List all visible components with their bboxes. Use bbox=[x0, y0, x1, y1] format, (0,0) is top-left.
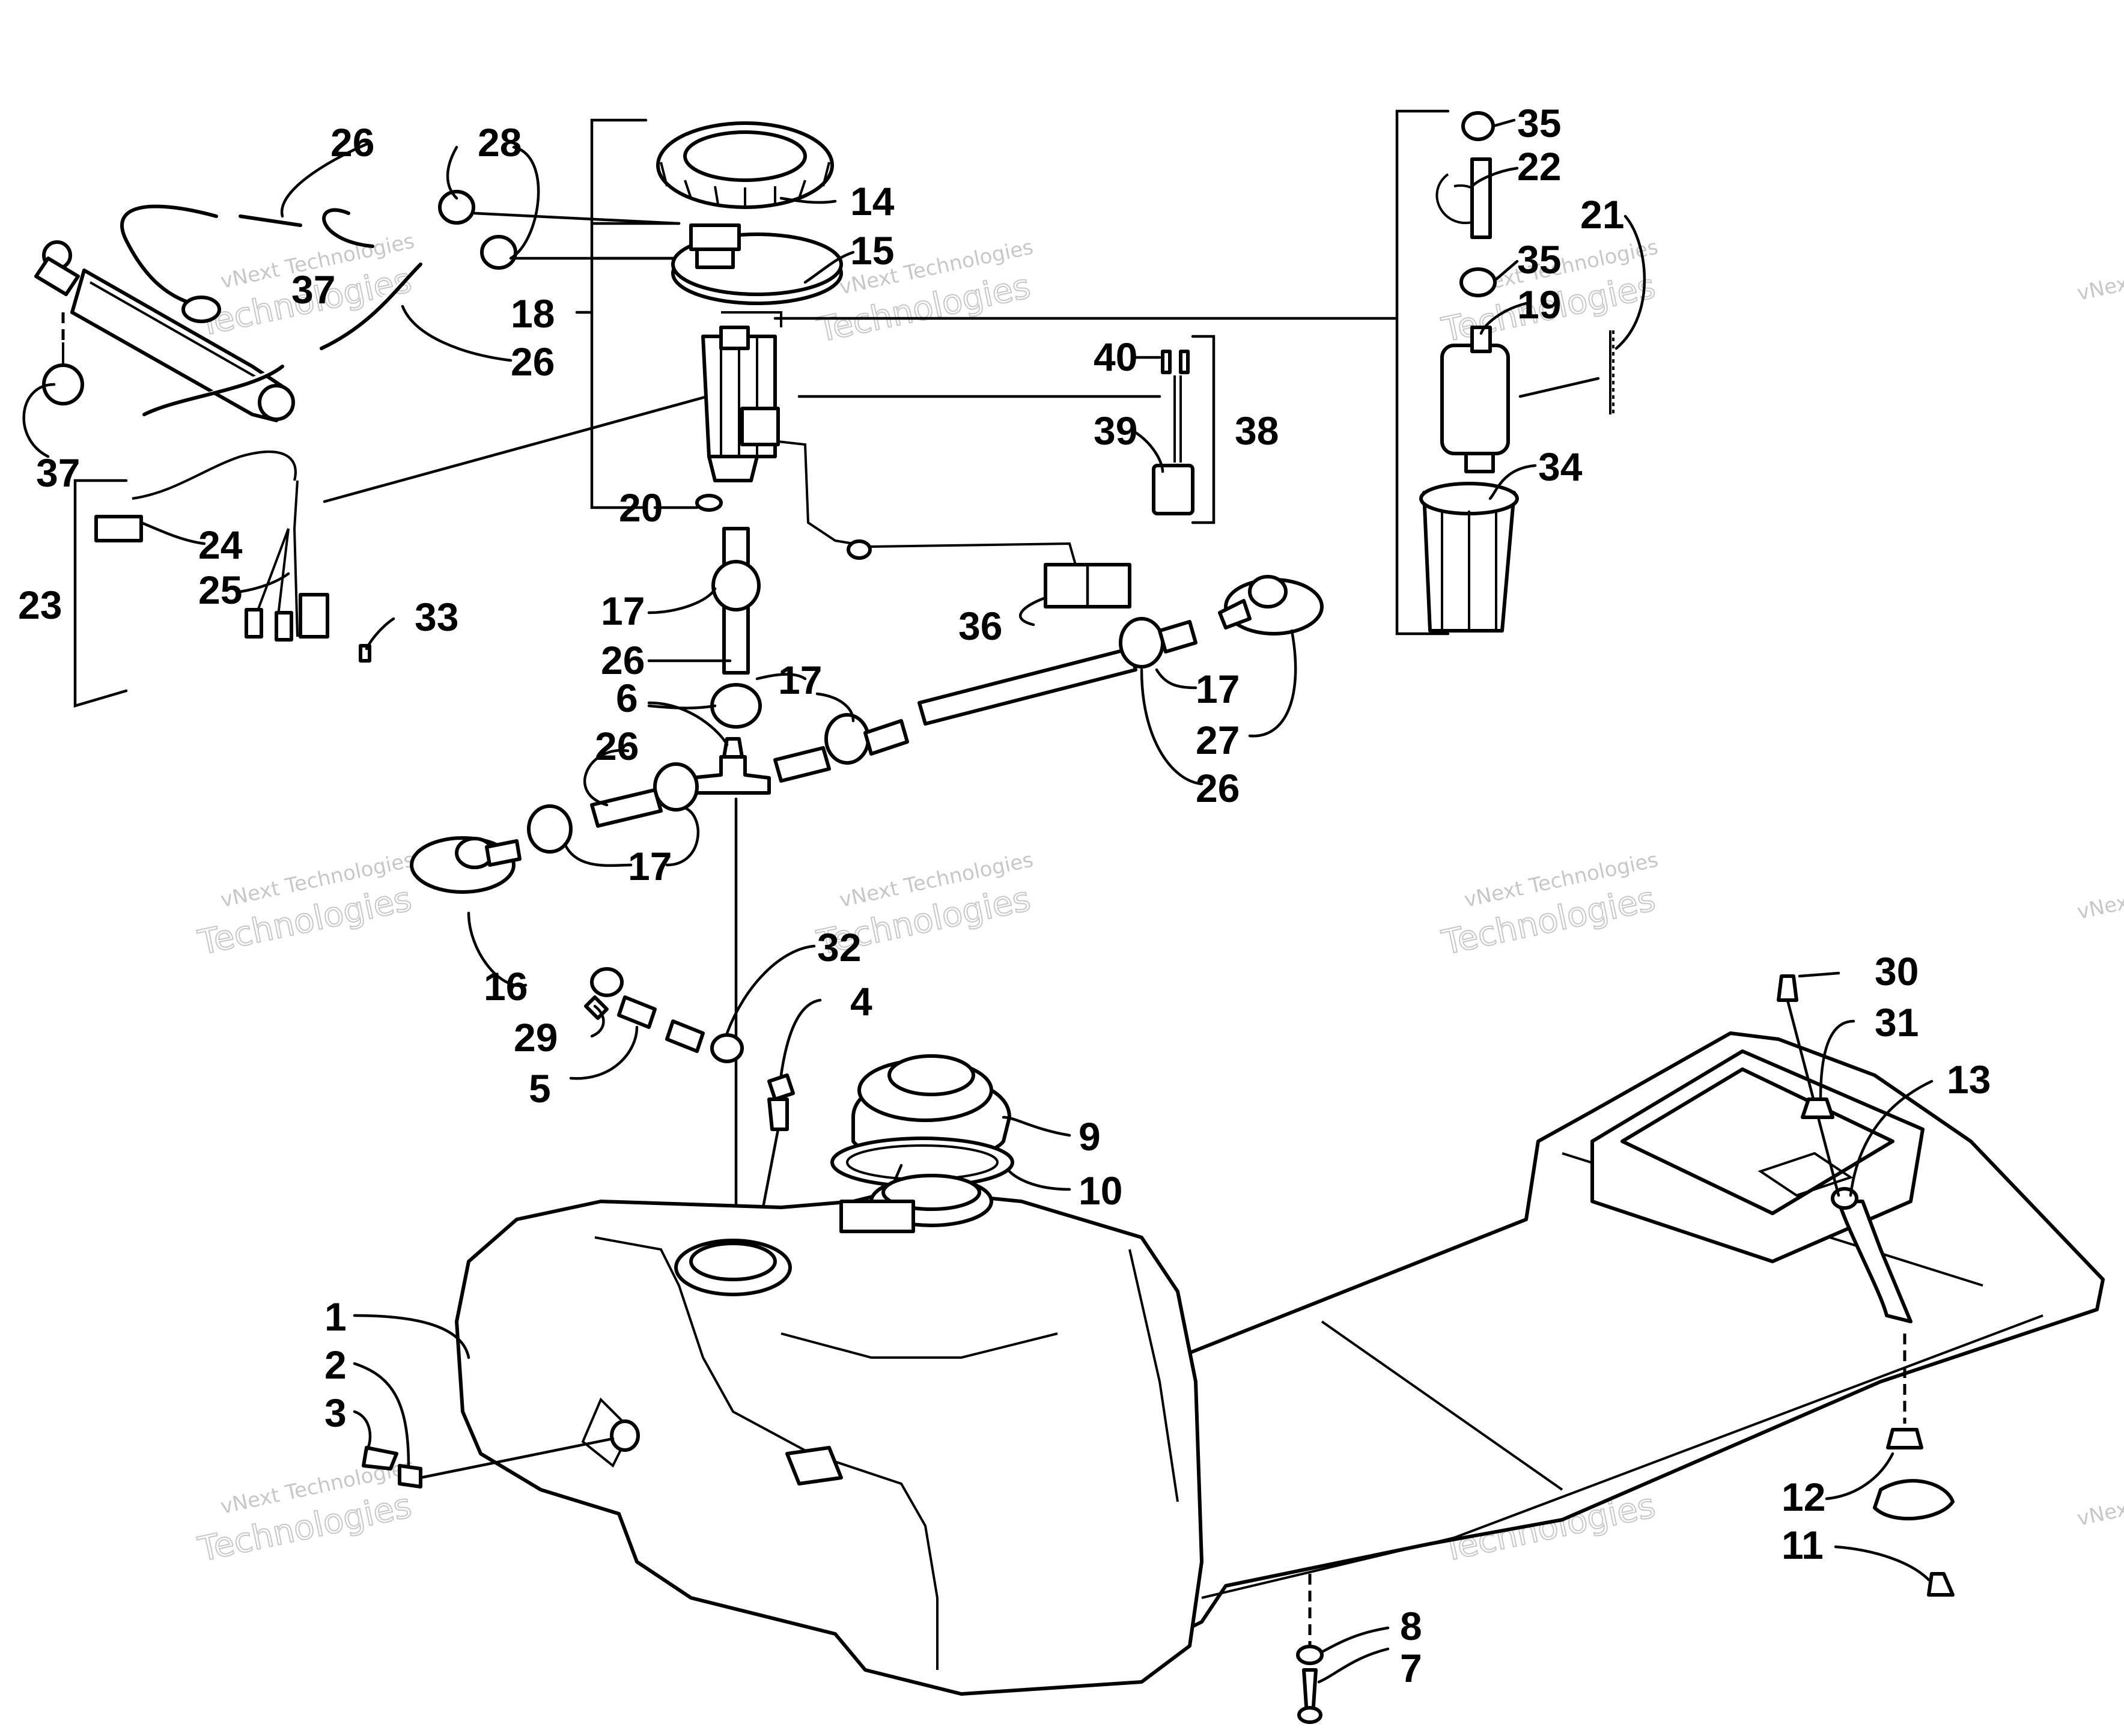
watermark-7: vNext Technologies Technologies bbox=[194, 1454, 416, 1570]
callout-26: 26 bbox=[511, 339, 555, 384]
callout-35: 35 bbox=[1517, 101, 1561, 145]
callout-10: 10 bbox=[1079, 1168, 1122, 1213]
pump-components bbox=[1419, 111, 1614, 633]
fuel-cap bbox=[830, 1054, 1014, 1209]
callout-3: 3 bbox=[324, 1391, 347, 1435]
callout-26: 26 bbox=[595, 724, 639, 768]
fuel-rail-assembly bbox=[34, 190, 681, 422]
callout-34: 34 bbox=[1538, 445, 1583, 489]
callout-31: 31 bbox=[1875, 1000, 1919, 1045]
callout-8: 8 bbox=[1400, 1604, 1422, 1648]
callout-labels: 14 15 26 28 26 37 37 18 20 24 25 23 33 1… bbox=[18, 101, 1991, 1690]
callout-6: 6 bbox=[616, 676, 638, 720]
callout-28: 28 bbox=[478, 120, 522, 165]
callout-36: 36 bbox=[958, 604, 1002, 648]
callout-23: 23 bbox=[18, 583, 62, 627]
callout-13: 13 bbox=[1947, 1057, 1991, 1102]
callout-14: 14 bbox=[850, 179, 895, 223]
watermark-text: vNext bbox=[2075, 270, 2124, 306]
callout-26: 26 bbox=[1196, 766, 1240, 810]
callout-35: 35 bbox=[1517, 237, 1561, 282]
callout-27: 27 bbox=[1196, 718, 1240, 762]
watermark-text: vNext bbox=[2075, 1495, 2124, 1531]
callout-26: 26 bbox=[601, 638, 645, 682]
fuel-sender bbox=[1152, 350, 1194, 515]
fuel-tank bbox=[362, 974, 2105, 1724]
callout-39: 39 bbox=[1094, 408, 1137, 453]
callout-12: 12 bbox=[1782, 1475, 1825, 1519]
callout-16: 16 bbox=[484, 964, 528, 1009]
watermark-4: vNext Technologies Technologies bbox=[194, 848, 416, 963]
wire-harness bbox=[94, 451, 371, 663]
small-fittings bbox=[584, 967, 795, 1287]
callout-2: 2 bbox=[324, 1343, 347, 1387]
callout-29: 29 bbox=[514, 1015, 558, 1060]
callout-19: 19 bbox=[1517, 282, 1561, 327]
callout-40: 40 bbox=[1094, 335, 1137, 379]
callout-37: 37 bbox=[36, 451, 80, 495]
leader-lines bbox=[22, 118, 1934, 1684]
callout-17: 17 bbox=[601, 589, 645, 633]
callout-38: 38 bbox=[1235, 408, 1279, 453]
fuel-pump-assembly bbox=[656, 121, 1131, 609]
callout-18: 18 bbox=[511, 291, 555, 336]
watermark-11: vNext bbox=[2075, 888, 2124, 924]
callout-24: 24 bbox=[198, 523, 243, 567]
callout-17: 17 bbox=[628, 844, 672, 888]
callout-30: 30 bbox=[1875, 949, 1919, 994]
watermark-12: vNext bbox=[2075, 1495, 2124, 1531]
callout-32: 32 bbox=[817, 925, 861, 970]
callout-17: 17 bbox=[1196, 667, 1240, 711]
callout-37: 37 bbox=[291, 267, 335, 312]
callout-22: 22 bbox=[1517, 144, 1561, 189]
callout-26: 26 bbox=[330, 120, 374, 165]
callout-21: 21 bbox=[1580, 192, 1624, 237]
callout-7: 7 bbox=[1400, 1646, 1422, 1690]
callout-17: 17 bbox=[778, 658, 822, 702]
callout-9: 9 bbox=[1079, 1114, 1101, 1159]
callout-25: 25 bbox=[198, 568, 242, 612]
watermark-6: vNext Technologies Technologies bbox=[1438, 848, 1660, 963]
callout-15: 15 bbox=[850, 228, 894, 273]
callout-33: 33 bbox=[415, 595, 458, 639]
callout-20: 20 bbox=[619, 485, 663, 530]
callout-4: 4 bbox=[850, 979, 872, 1024]
group-brackets bbox=[73, 109, 1450, 708]
callout-1: 1 bbox=[324, 1294, 347, 1339]
callout-5: 5 bbox=[529, 1066, 551, 1111]
watermark-text: vNext bbox=[2075, 888, 2124, 924]
watermark-10: vNext bbox=[2075, 270, 2124, 306]
watermark-2: vNext Technologies Technologies bbox=[813, 235, 1035, 350]
callout-11: 11 bbox=[1782, 1523, 1824, 1567]
